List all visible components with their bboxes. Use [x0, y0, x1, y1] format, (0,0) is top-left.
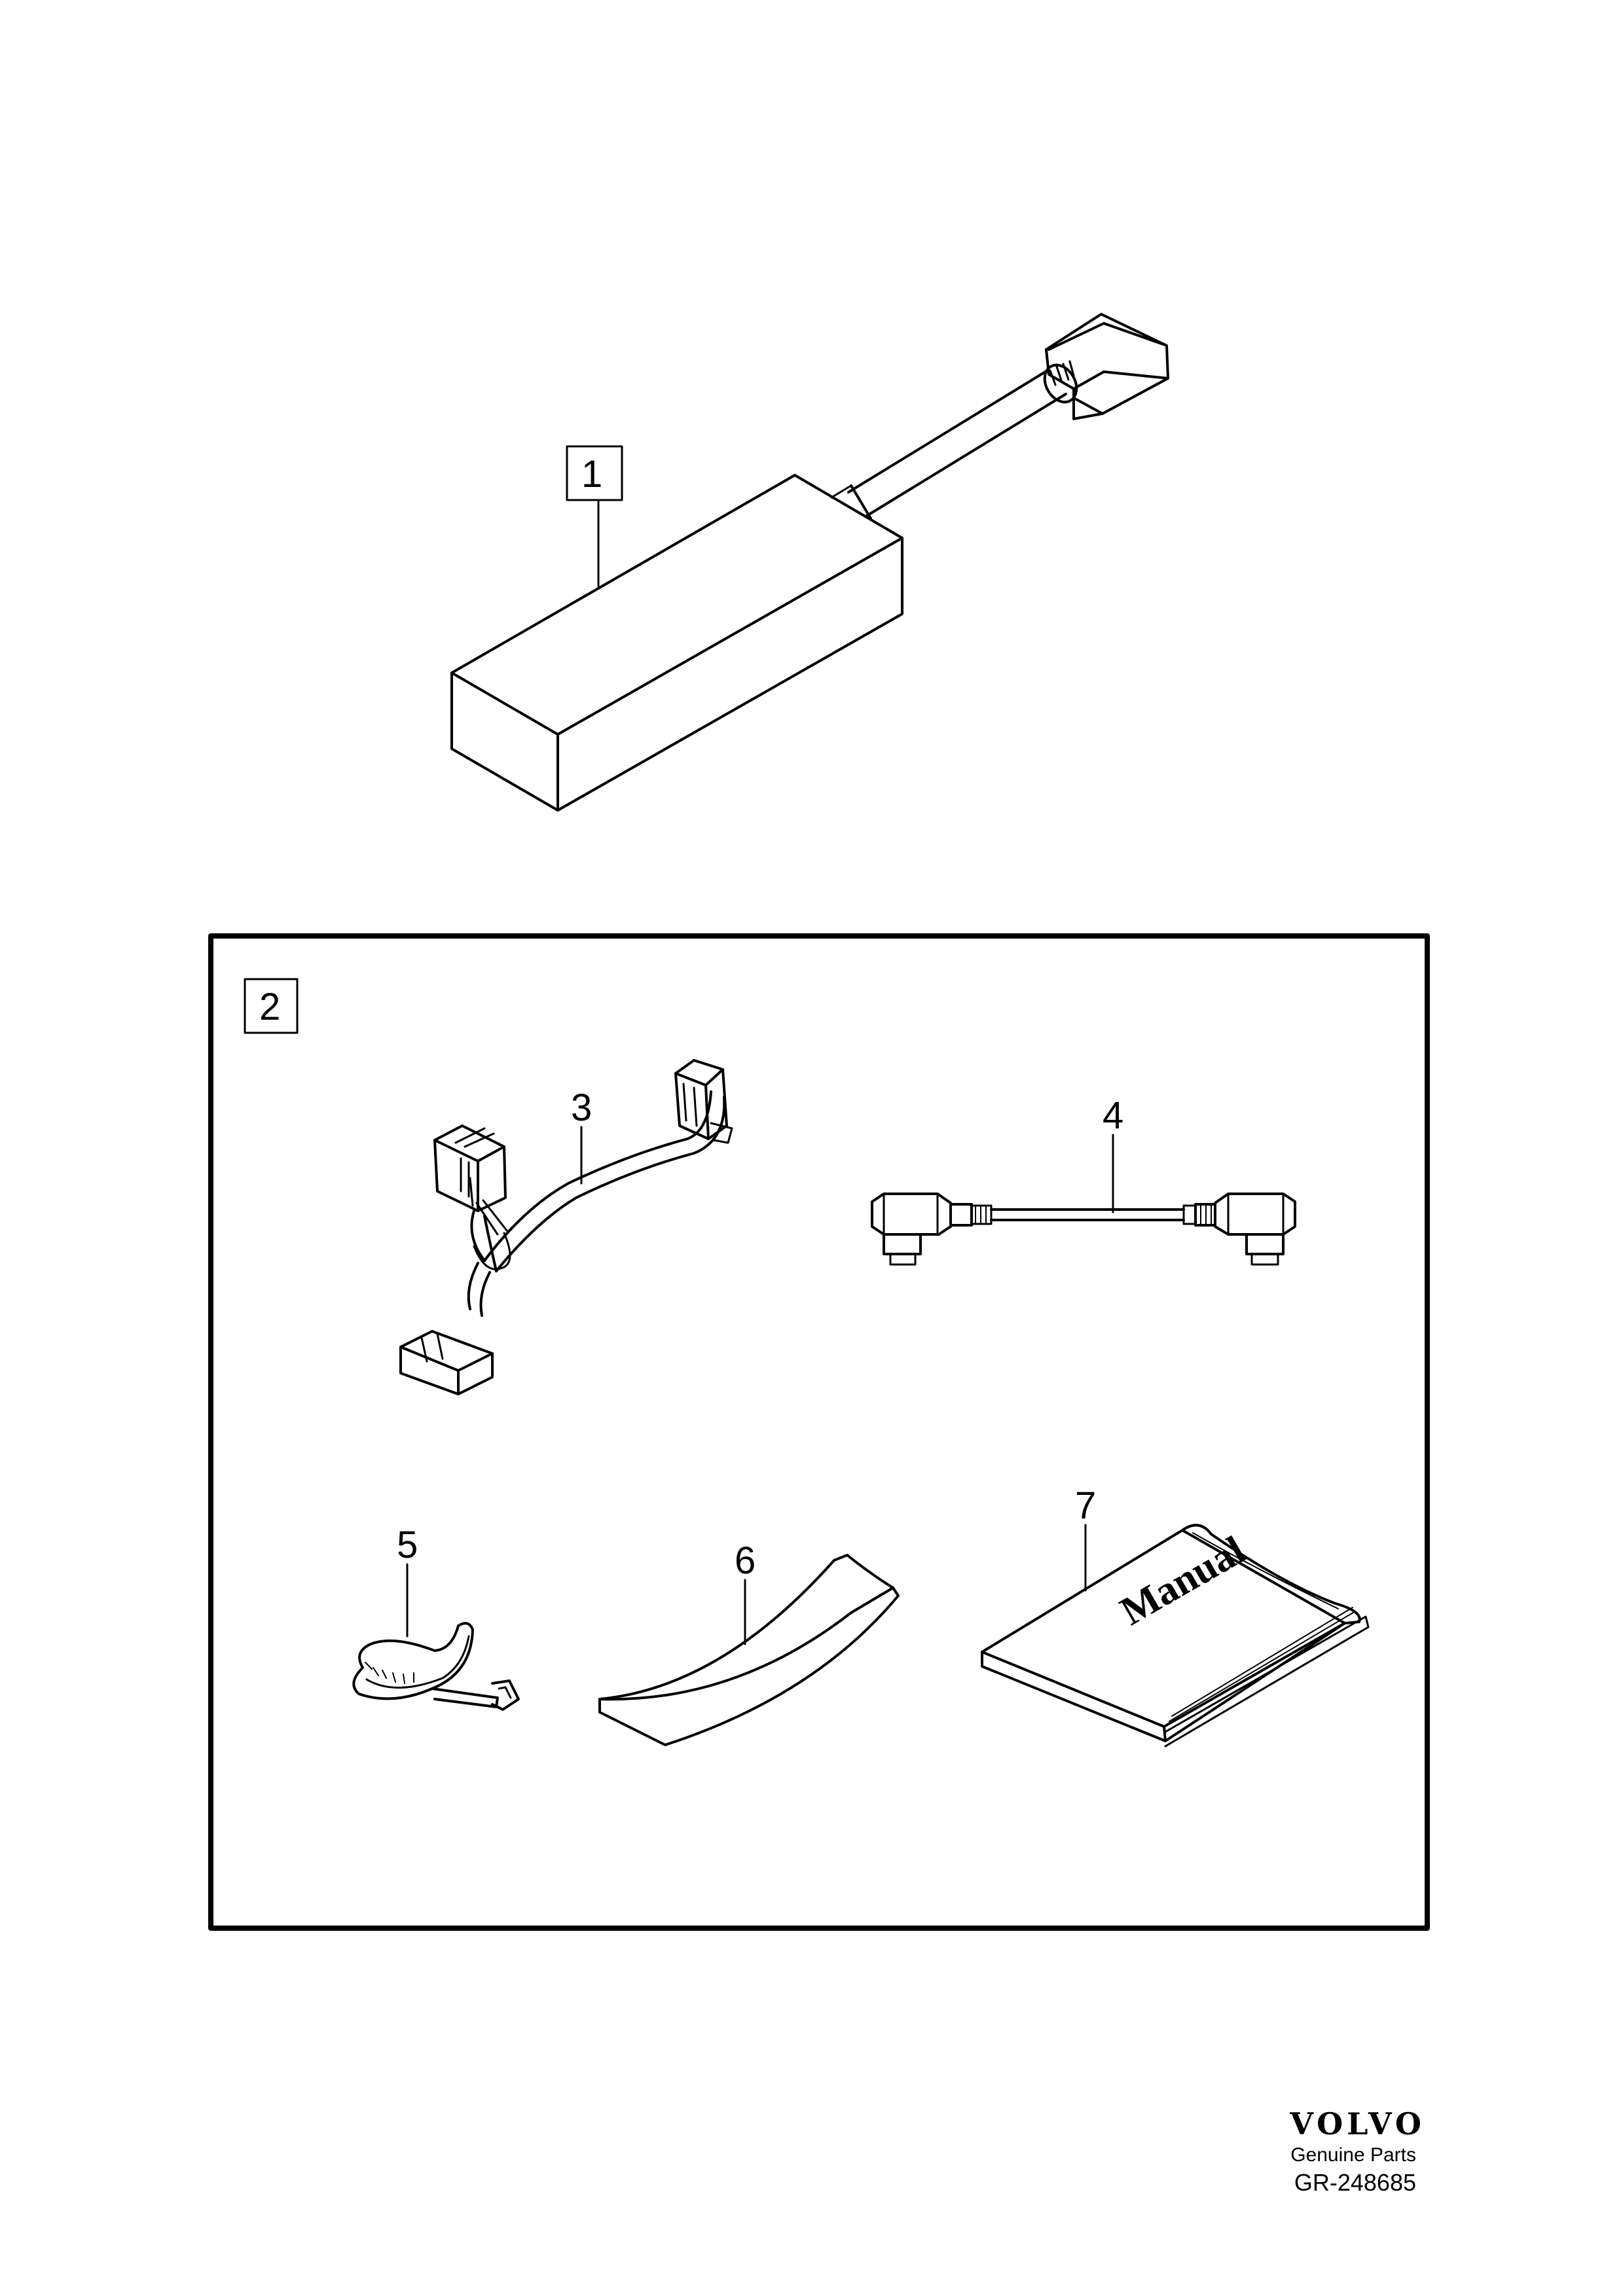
callout-6: 6 — [735, 1539, 756, 1582]
callout-3: 3 — [571, 1086, 592, 1129]
part-7-manual — [981, 1524, 1370, 1748]
kit-callout-box — [244, 978, 299, 1034]
callout-7: 7 — [1075, 1484, 1096, 1527]
part-1-control-module — [450, 313, 1169, 812]
drawing-number: GR-248685 — [1294, 2169, 1416, 2196]
manual-cover-text: Manual — [1113, 1528, 1252, 1634]
callout-5: 5 — [397, 1524, 418, 1566]
brand-logo: VOLVO — [1290, 2106, 1425, 2142]
part-3-wiring-harness — [399, 1059, 733, 1395]
part-4-cable — [871, 1134, 1296, 1266]
callout-1: 1 — [581, 453, 602, 495]
part-5-cable-tie — [352, 1563, 520, 1711]
brand-tagline: Genuine Parts — [1290, 2144, 1416, 2166]
part-6-adhesive-pad — [598, 1554, 900, 1746]
callout-4: 4 — [1103, 1094, 1123, 1137]
kit-frame — [208, 933, 1430, 1931]
callout-2: 2 — [259, 986, 280, 1028]
